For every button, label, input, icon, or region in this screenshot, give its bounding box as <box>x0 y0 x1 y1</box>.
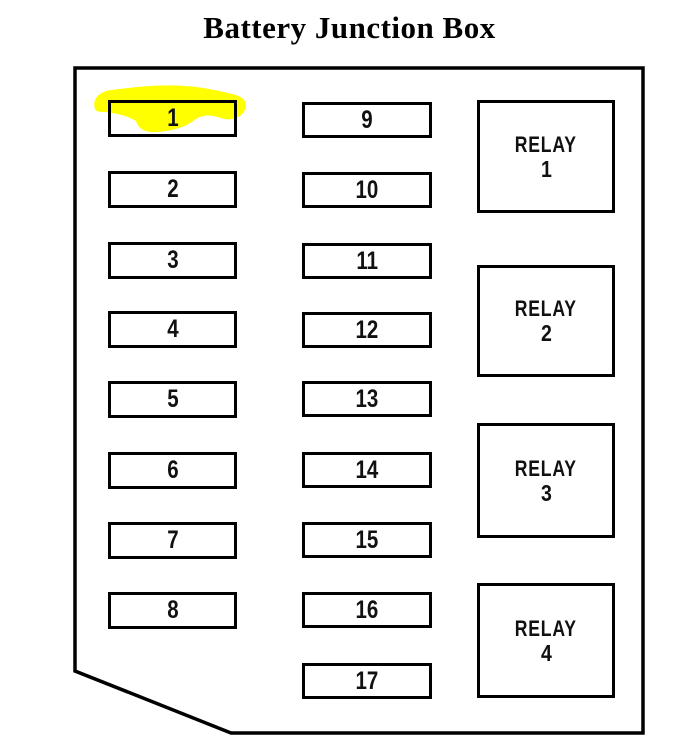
fuse-box-16: 16 <box>302 592 432 628</box>
relay-number: 4 <box>540 639 552 666</box>
relay-label: RELAY <box>514 615 578 641</box>
fuse-number: 13 <box>355 384 379 413</box>
relay-box-1: RELAY 1 <box>477 100 615 213</box>
fuse-number: 9 <box>361 105 373 134</box>
fuse-box-5: 5 <box>108 381 237 418</box>
relay-number: 2 <box>540 320 552 346</box>
fuse-number: 14 <box>355 455 379 484</box>
fuse-box-7: 7 <box>108 522 237 559</box>
fuse-number: 12 <box>355 315 379 344</box>
relay-box-4: RELAY 4 <box>477 583 615 698</box>
fuse-box-6: 6 <box>108 452 237 489</box>
fuse-box-3: 3 <box>108 242 237 279</box>
junction-box-outline <box>73 66 645 735</box>
fuse-number: 15 <box>355 525 379 554</box>
fuse-number: 3 <box>166 246 179 274</box>
fuse-number: 7 <box>166 526 179 554</box>
fuse-box-10: 10 <box>302 172 432 208</box>
fuse-number: 17 <box>355 666 379 695</box>
fuse-box-9: 9 <box>302 102 432 138</box>
fuse-number: 4 <box>166 315 179 343</box>
fuse-box-2: 2 <box>108 171 237 208</box>
fuse-box-13: 13 <box>302 381 432 417</box>
fuse-number: 11 <box>356 246 378 275</box>
page-title: Battery Junction Box <box>203 10 496 45</box>
relay-box-3: RELAY 3 <box>477 423 615 538</box>
fuse-number: 10 <box>355 175 379 204</box>
relay-label: RELAY <box>514 296 578 321</box>
fuse-box-8: 8 <box>108 592 237 629</box>
relay-box-2: RELAY 2 <box>477 265 615 377</box>
relay-label: RELAY <box>514 131 578 157</box>
relay-label: RELAY <box>514 455 578 481</box>
fuse-number: 1 <box>166 104 179 132</box>
fuse-box-17: 17 <box>302 663 432 699</box>
fuse-box-4: 4 <box>108 311 237 348</box>
fuse-box-11: 11 <box>302 243 432 279</box>
highlighter-stroke-fuse-1 <box>94 85 247 133</box>
fuse-box-14: 14 <box>302 452 432 488</box>
fuse-box-15: 15 <box>302 522 432 558</box>
fuse-box-12: 12 <box>302 312 432 348</box>
fuse-number: 2 <box>166 175 179 203</box>
fuse-number: 6 <box>166 456 179 484</box>
relay-number: 3 <box>540 479 552 506</box>
fuse-number: 5 <box>166 385 179 413</box>
relay-number: 1 <box>540 155 552 182</box>
fuse-number: 16 <box>355 595 379 624</box>
fuse-box-1: 1 <box>108 100 237 137</box>
fuse-number: 8 <box>166 596 179 624</box>
